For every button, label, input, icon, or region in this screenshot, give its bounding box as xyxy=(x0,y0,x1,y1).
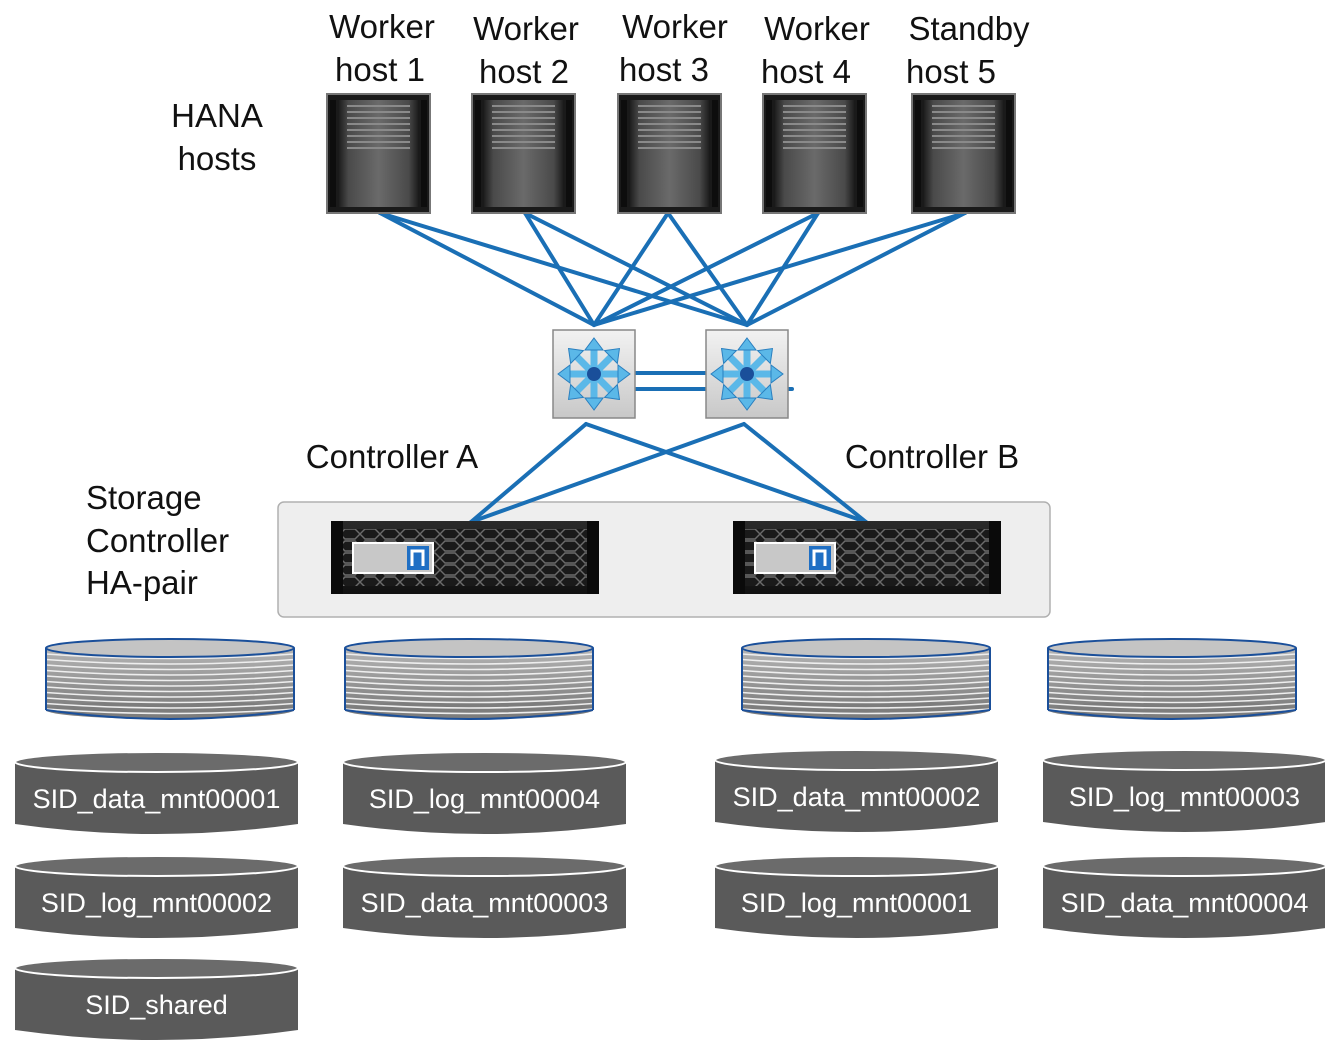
hosts-layer xyxy=(326,93,1016,214)
hana-hosts-label-1: HANA xyxy=(171,97,263,134)
volume-cylinder: SID_log_mnt00002 xyxy=(14,855,299,938)
link-switch1-ctrlB xyxy=(584,422,868,524)
host3-label-line2: host 3 xyxy=(619,51,709,88)
server-icon xyxy=(617,93,722,214)
host1-label-line2: host 1 xyxy=(335,51,425,88)
host2-label-line2: host 2 xyxy=(479,53,569,90)
controller-a-label: Controller A xyxy=(306,438,478,475)
volume-label: SID_shared xyxy=(85,990,228,1020)
link-host4-switch1 xyxy=(592,211,820,327)
hana-hosts-label-2: hosts xyxy=(178,140,257,177)
host4-label-line2: host 4 xyxy=(761,53,851,90)
storage-label-2: Controller xyxy=(86,522,229,559)
aggregate-disk-icon xyxy=(344,638,594,720)
server-icon xyxy=(911,93,1016,214)
server-icon xyxy=(326,93,431,214)
switch-layer xyxy=(552,329,789,419)
volume-cylinder: SID_log_mnt00003 xyxy=(1042,749,1325,832)
storage-label-1: Storage xyxy=(86,479,202,516)
volume-label: SID_data_mnt00003 xyxy=(361,888,609,918)
link-host1-switch2 xyxy=(378,211,749,327)
volume-label: SID_log_mnt00004 xyxy=(369,784,600,814)
network-switch-1-icon xyxy=(552,329,636,419)
server-icon xyxy=(471,93,576,214)
host5-label-line1: Standby xyxy=(908,10,1030,47)
aggregate-disk-icon xyxy=(741,638,991,720)
aggregate-layer xyxy=(45,638,1297,720)
network-switch-2-icon xyxy=(705,329,789,419)
aggregate-disk-icon xyxy=(45,638,295,720)
volume-cylinder: SID_log_mnt00004 xyxy=(342,751,627,834)
volume-label: SID_log_mnt00001 xyxy=(741,888,972,918)
volume-label: SID_log_mnt00002 xyxy=(41,888,272,918)
link-switch2-ctrlA xyxy=(469,422,746,524)
volume-label: SID_data_mnt00004 xyxy=(1061,888,1309,918)
volume-label: SID_data_mnt00002 xyxy=(733,782,981,812)
link-host1-switch1 xyxy=(378,211,596,327)
link-host3-switch1 xyxy=(592,211,670,327)
volume-cylinder: SID_shared xyxy=(14,957,299,1040)
host3-label-line1: Worker xyxy=(622,8,728,45)
host2-label-line1: Worker xyxy=(473,10,579,47)
controller-layer xyxy=(331,521,1001,594)
controller-a-icon xyxy=(331,521,599,594)
volume-label: SID_log_mnt00003 xyxy=(1069,782,1300,812)
aggregate-disk-icon xyxy=(1047,638,1297,720)
host5-label-line2: host 5 xyxy=(906,53,996,90)
link-switch1-ctrlA xyxy=(469,422,588,524)
volume-cylinder: SID_log_mnt00001 xyxy=(714,855,999,938)
volume-layer: SID_data_mnt00001SID_log_mnt00002SID_sha… xyxy=(14,749,1325,1040)
volume-cylinder: SID_data_mnt00003 xyxy=(342,855,627,938)
link-switch2-ctrlB xyxy=(742,422,868,524)
volume-label: SID_data_mnt00001 xyxy=(33,784,281,814)
link-host2-switch1 xyxy=(523,211,596,327)
controller-b-label: Controller B xyxy=(845,438,1019,475)
link-host2-switch2 xyxy=(523,211,749,327)
network-links xyxy=(378,211,967,524)
host1-label-line1: Worker xyxy=(329,8,435,45)
storage-label-3: HA-pair xyxy=(86,564,198,601)
volume-cylinder: SID_data_mnt00004 xyxy=(1042,855,1325,938)
volume-cylinder: SID_data_mnt00002 xyxy=(714,749,999,832)
volume-cylinder: SID_data_mnt00001 xyxy=(14,751,299,834)
host4-label-line1: Worker xyxy=(764,10,870,47)
link-host5-switch1 xyxy=(592,211,967,327)
link-host5-switch2 xyxy=(745,211,967,327)
controller-b-icon xyxy=(733,521,1001,594)
server-icon xyxy=(762,93,867,214)
